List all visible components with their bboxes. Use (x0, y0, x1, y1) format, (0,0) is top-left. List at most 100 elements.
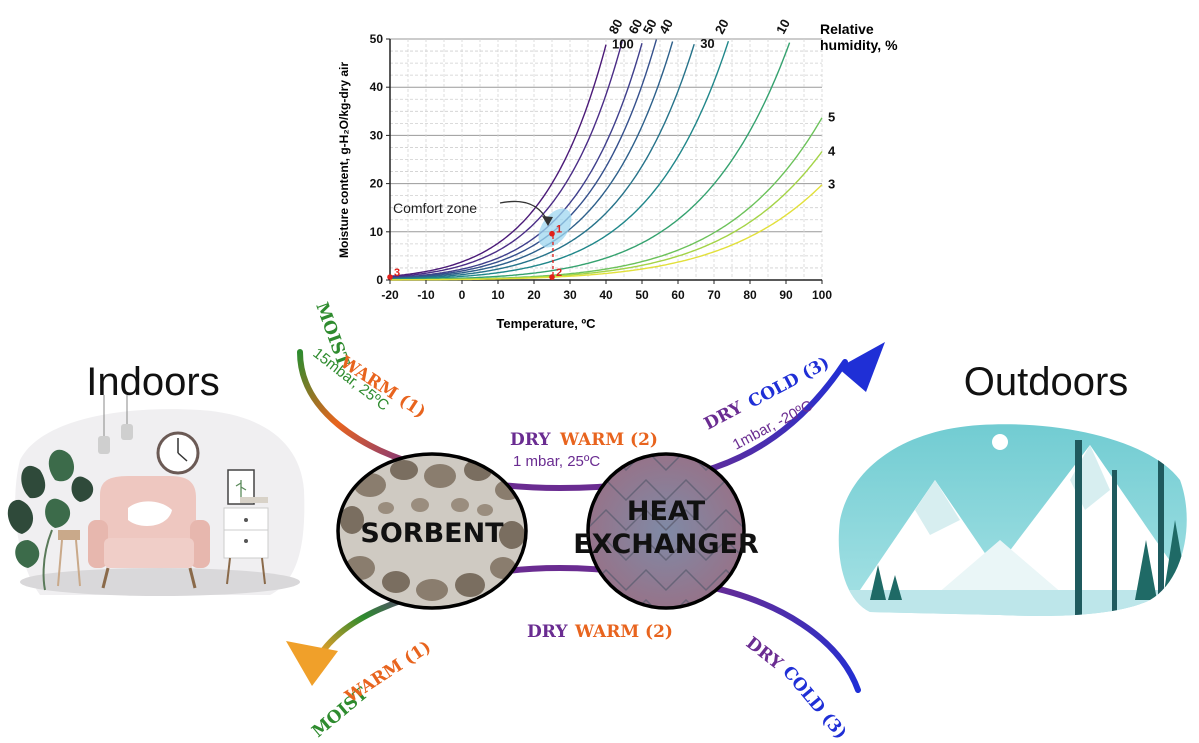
legend-title-line1: Relative (820, 21, 874, 37)
flow-label-dry-top: DRY (510, 430, 551, 450)
flow-cond-out: 1mbar, -20ºC (730, 397, 816, 453)
sorbent-outline (336, 452, 528, 610)
flow-label-cold-in: COLD (3) (778, 662, 850, 743)
y-tick-label: 10 (370, 225, 384, 239)
pine-tree-icon (870, 565, 886, 600)
sorbent-unit: SORBENT (336, 452, 528, 610)
y-tick-label: 50 (370, 32, 384, 46)
rh-curve-50 (390, 39, 658, 279)
tree-trunk (1112, 470, 1117, 617)
y-tick-label: 30 (370, 128, 384, 142)
legend-title-line2: humidity, % (820, 37, 898, 53)
x-tick-label: 0 (459, 288, 466, 302)
flow-label-warm-top: WARM (2) (559, 430, 658, 450)
arrow-head-icon (542, 216, 553, 226)
rh-curve-60 (389, 43, 643, 279)
state-point-marker (387, 274, 393, 280)
sorbent-body (338, 454, 526, 608)
rh-label-50: 50 (640, 17, 660, 37)
flow-label-warm-out: WARM (1) (341, 637, 435, 708)
drawer-knob (244, 539, 248, 543)
x-tick-label: 90 (779, 288, 793, 302)
rh-label-10: 10 (773, 17, 793, 37)
x-tick-label: 10 (491, 288, 505, 302)
armchair-arm (190, 520, 210, 568)
clock-hand (177, 452, 188, 462)
armchair-seat (104, 538, 194, 568)
pendant-lamp-icon (121, 424, 133, 440)
rh-curves (389, 39, 823, 281)
x-tick-label: 70 (707, 288, 721, 302)
arrow-head-icon (286, 641, 338, 686)
y-tick-label: 20 (370, 177, 384, 191)
x-tick-label: 80 (743, 288, 757, 302)
rh-label-3: 3 (828, 177, 835, 192)
x-tick-label: 60 (671, 288, 685, 302)
rh-label-5: 5 (828, 110, 835, 125)
x-tick-label: -10 (417, 288, 435, 302)
chart-grid (389, 38, 823, 281)
x-axis-label: Temperature, ºC (496, 316, 596, 331)
mountain-icon (860, 480, 1010, 590)
rh-curve-20 (389, 40, 730, 280)
rh-curve-100 (389, 44, 607, 277)
rh-label-100: 100 (612, 37, 634, 52)
book-icon (240, 497, 268, 503)
side-cabinet (223, 507, 269, 559)
state-point-label: 1 (556, 224, 562, 236)
state-point-label: 2 (556, 267, 562, 279)
rh-label-30: 30 (700, 36, 714, 51)
state-points: 123 (387, 224, 562, 280)
rh-curve-10 (390, 42, 791, 281)
mountain-icon (930, 540, 1070, 600)
dry-cold-inflow-arrow (697, 582, 861, 693)
monstera-plant-icon (7, 449, 94, 591)
indoors-title: Indoors (86, 360, 219, 404)
drawer-knob (244, 518, 248, 522)
outdoors-scene: Outdoors (838, 360, 1187, 617)
rh-curve-40 (389, 41, 674, 280)
cabinet-leg (261, 557, 266, 585)
moon-icon (992, 434, 1008, 450)
rh-curve-80 (389, 41, 623, 278)
rh-label-80: 80 (606, 17, 626, 37)
rh-label-4: 4 (828, 144, 836, 159)
x-tick-label: 50 (635, 288, 649, 302)
y-tick-label: 0 (376, 273, 383, 287)
mountain-icon (980, 445, 1187, 590)
heat-exchanger-outline (586, 452, 746, 610)
x-tick-label: 40 (599, 288, 613, 302)
heat-exchanger-unit: HEAT EXCHANGER (573, 452, 759, 610)
comfort-zone-label: Comfort zone (393, 200, 477, 216)
chair-leg (101, 567, 110, 589)
pine-tree-icon (888, 575, 902, 600)
heat-exchanger-label-line2: EXCHANGER (573, 529, 759, 560)
comfort-zone-arrow (499, 200, 549, 223)
pine-tree-icon (1135, 540, 1157, 600)
cabinet-leg (226, 557, 231, 585)
flow-label-cold-out: COLD (3) (745, 353, 833, 412)
flow-cond-top: 1 mbar, 25ºC (513, 453, 600, 470)
arrow-head-icon (838, 342, 885, 392)
pendant-lamp-icon (98, 436, 110, 454)
mountain-shade (915, 480, 960, 535)
y-tick-label: 40 (370, 80, 384, 94)
sorbent-label: SORBENT (360, 518, 504, 549)
state-point-marker (549, 274, 555, 280)
flow-label-dry-bottom: DRY (527, 622, 568, 642)
outdoors-title: Outdoors (964, 360, 1129, 404)
rh-curve-3 (390, 184, 823, 281)
x-tick-label: 100 (812, 288, 832, 302)
tree-trunk (1075, 440, 1082, 617)
rh-label-20: 20 (712, 17, 732, 37)
y-axis-label: Moisture content, g-H₂O/kg-dry air (337, 62, 351, 258)
heat-exchanger-label-line1: HEAT (627, 496, 706, 527)
flow-label-warm-bottom: WARM (2) (574, 622, 673, 642)
flow-label-dry-out: DRY (701, 397, 747, 434)
rh-curve-30 (389, 43, 695, 280)
flow-label-dry-in: DRY (742, 633, 787, 674)
